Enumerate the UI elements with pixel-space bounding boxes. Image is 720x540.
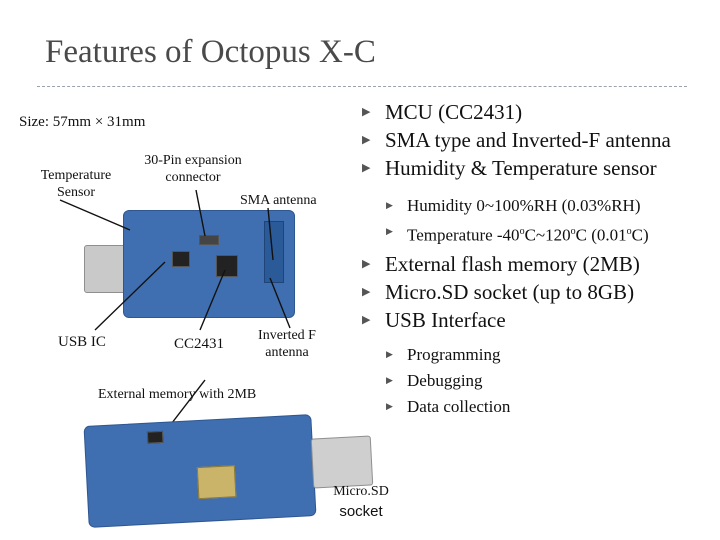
right-triangle-icon: ▶ [362, 257, 371, 270]
feature-list-primary: ▶MCU (CC2431) ▶SMA type and Inverted-F a… [362, 98, 671, 182]
usb-item: ▶Debugging [386, 368, 510, 394]
usb-item: ▶Data collection [386, 394, 510, 420]
right-triangle-icon: ▶ [386, 201, 393, 211]
feature-item: ▶Humidity & Temperature sensor [362, 156, 657, 180]
board-bottom-photo [83, 414, 317, 528]
right-triangle-icon: ▶ [362, 313, 371, 326]
right-triangle-icon: ▶ [362, 161, 371, 174]
right-triangle-icon: ▶ [386, 402, 393, 412]
right-triangle-icon: ▶ [362, 285, 371, 298]
microsd-socket-part [196, 465, 237, 500]
right-triangle-icon: ▶ [362, 133, 371, 146]
feature-item: ▶MCU (CC2431) [362, 100, 523, 124]
sensor-item: ▶Humidity 0~100%RH (0.03%RH) [386, 193, 649, 219]
right-triangle-icon: ▶ [362, 105, 371, 118]
memory-chip [146, 430, 164, 444]
sma-antenna-label: SMA antenna [240, 193, 317, 208]
usb-ic-label: USB IC [58, 334, 106, 350]
slide-title: Features of Octopus X-C [45, 34, 376, 70]
usb-connector-bottom-image [310, 435, 374, 489]
expansion-connector-part [199, 235, 219, 245]
usb-item: ▶Programming [386, 342, 510, 368]
size-label: Size: 57mm × 31mm [19, 114, 146, 130]
usb-sublist: ▶Programming ▶Debugging ▶Data collection [386, 342, 510, 420]
usb-ic-chip [172, 251, 190, 267]
external-memory-label: External memory with 2MB [98, 387, 257, 402]
temperature-sensor-label: Temperature Sensor [40, 168, 112, 200]
sensor-sublist: ▶Humidity 0~100%RH (0.03%RH) ▶Temperatur… [386, 193, 649, 249]
cc2431-chip [216, 255, 238, 277]
feature-item: ▶External flash memory (2MB) [362, 252, 640, 276]
cc2431-label: CC2431 [174, 336, 225, 352]
right-triangle-icon: ▶ [386, 227, 393, 237]
feature-item: ▶SMA type and Inverted-F antenna [362, 128, 671, 152]
right-triangle-icon: ▶ [386, 376, 393, 386]
antenna-trace [264, 221, 284, 283]
sensor-item: ▶Temperature -40oC~120oC (0.01oC) [386, 219, 649, 249]
title-divider [37, 86, 687, 87]
expansion-connector-label: 30-Pin expansion connector [144, 153, 242, 185]
microsd-socket-label-line1: Micro.SD [333, 484, 389, 499]
feature-list-secondary: ▶External flash memory (2MB) ▶Micro.SD s… [362, 250, 640, 334]
right-triangle-icon: ▶ [386, 350, 393, 360]
microsd-socket-label-line2: socket [339, 503, 383, 520]
feature-item: ▶Micro.SD socket (up to 8GB) [362, 280, 635, 304]
inverted-f-antenna-label: Inverted F antenna [258, 328, 316, 360]
feature-item: ▶USB Interface [362, 308, 506, 332]
board-top-photo [123, 210, 295, 318]
